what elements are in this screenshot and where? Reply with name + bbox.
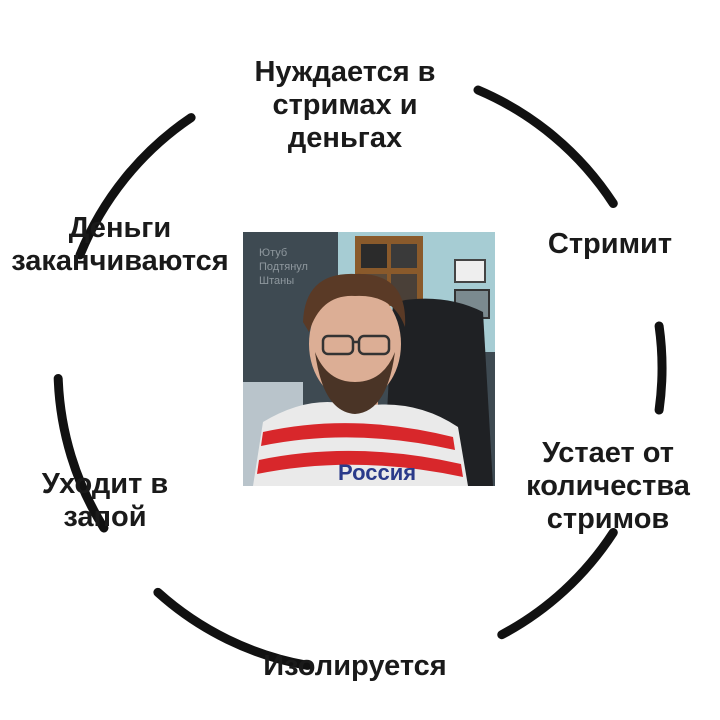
watermark-line-3: Штаны	[259, 275, 294, 287]
step-needs-streams-and-money: Нуждается в стримах и деньгах	[254, 56, 436, 154]
cycle-arc-6	[75, 113, 196, 260]
face	[309, 286, 401, 402]
step-money-runs-out: Деньги заканчиваются	[11, 212, 229, 277]
step-streams: Стримит	[547, 228, 673, 260]
step-isolates: Изолируется	[263, 650, 447, 682]
step-tired-of-streams: Устает от количества стримов	[526, 437, 690, 535]
cycle-arc-1	[473, 85, 618, 208]
cycle-arc-2	[654, 321, 667, 415]
cycle-arc-5	[53, 374, 109, 533]
streamer-photo: Россия Ютуб Подтянул Штаны	[243, 232, 495, 486]
center-photo: Россия Ютуб Подтянул Штаны	[243, 232, 495, 486]
step-goes-on-binge: Уходит в запой	[41, 468, 169, 533]
watermark-line-1: Ютуб	[259, 247, 287, 259]
shirt-text: Россия	[338, 460, 416, 485]
watermark-line-2: Подтянул	[259, 261, 308, 273]
cycle-arc-3	[497, 528, 618, 640]
cycle-arc-4	[153, 587, 313, 670]
